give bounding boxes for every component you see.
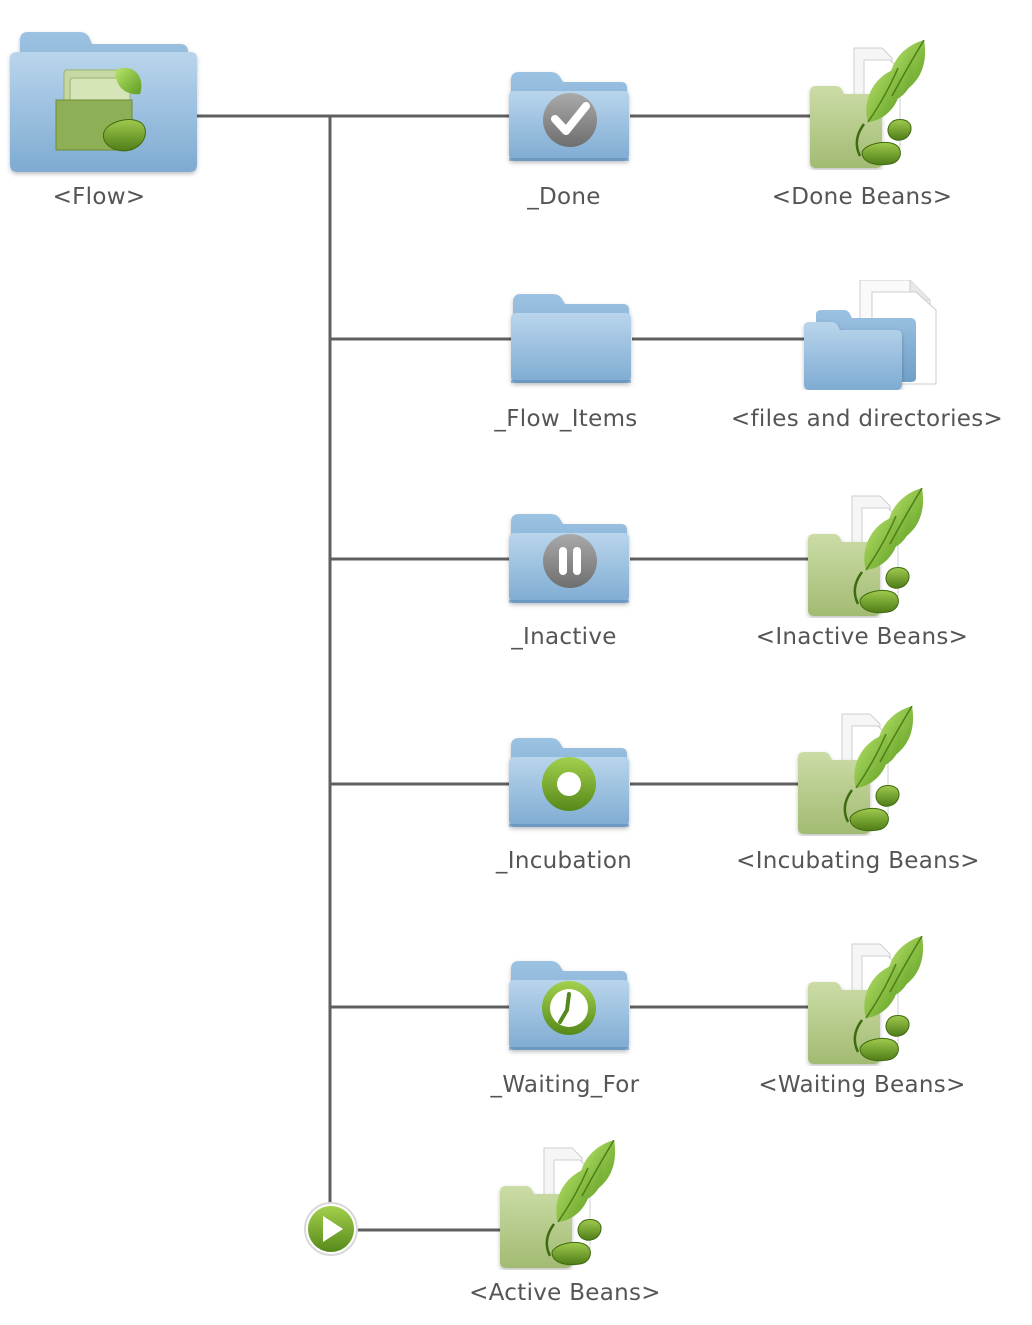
bean-stack-icon[interactable] [810,40,925,168]
root-label: <Flow> [52,184,146,210]
folder-label-flow-items: _Flow_Items [494,406,638,432]
plain-folder-icon[interactable] [511,294,631,383]
target-label-incubation: <Incubating Beans> [736,848,980,874]
bean-folder-icon[interactable] [10,32,197,172]
clock-folder-icon[interactable] [509,961,629,1050]
bean-stack-icon[interactable] [808,488,923,616]
bean-stack-icon[interactable] [808,936,923,1064]
connector-lines [195,114,812,1232]
play-icon[interactable] [304,1202,358,1256]
bean-stack-icon[interactable] [798,706,913,834]
target-label-waiting: <Waiting Beans> [758,1072,966,1098]
target-label-done: <Done Beans> [771,184,953,210]
target-label-inactive: <Inactive Beans> [755,624,969,650]
folder-label-incubation: _Incubation [495,848,633,874]
incubation-folder-icon[interactable] [509,738,629,827]
active-beans-label: <Active Beans> [469,1280,661,1306]
files-and-folders-icon[interactable] [804,280,936,390]
checkmark-folder-icon[interactable] [509,72,629,161]
folder-label-done: _Done [527,184,601,210]
folder-label-inactive: _Inactive [511,624,617,650]
bean-stack-icon[interactable] [500,1140,615,1268]
pause-folder-icon[interactable] [509,514,629,603]
target-label-flow-items: <files and directories> [730,406,1004,432]
folder-label-waiting: _Waiting_For [490,1072,640,1098]
